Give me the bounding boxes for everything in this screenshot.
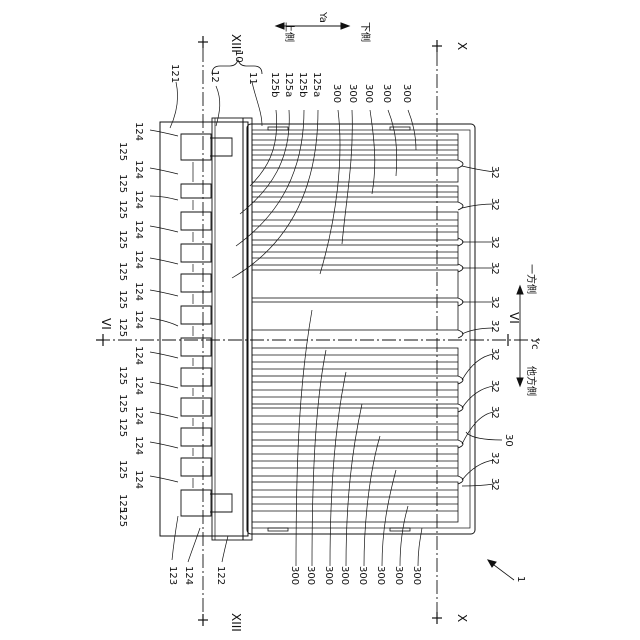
battery-module [247,124,475,534]
label-left-124-11: 124 [133,436,144,455]
label-bottom-124: 124 [183,566,194,585]
cell-rows [252,134,458,522]
label-left-125-4: 125 [117,230,128,249]
label-top-300-2: 300 [347,84,358,103]
cover-member [160,118,252,540]
label-left-124-4: 124 [133,220,144,239]
label-bottom-300-7: 300 [393,566,404,585]
section-label-xiii-bottom: XIII [229,613,243,632]
label-bottom-300-1: 300 [289,566,300,585]
section-label-vi-left: VI [99,318,113,330]
label-bottom-300-5: 300 [357,566,368,585]
label-left-124-3: 124 [133,190,144,209]
section-line-x [432,40,442,624]
section-label-x-bottom: X [455,614,469,622]
label-1: 1 [515,576,526,582]
label-right-32-1: 32 [489,166,500,179]
label-left-125-13: 125 [117,508,128,527]
label-right-32-4: 32 [489,262,500,275]
section-label-x-top: X [455,42,469,50]
label-121: 121 [169,64,180,83]
label-left-125-3: 125 [117,200,128,219]
label-left-125-2: 125 [117,174,128,193]
label-top-300-3: 300 [363,84,374,103]
label-122: 122 [215,566,226,585]
direction-yc-arrow [517,286,523,386]
label-30: 30 [503,434,514,447]
label-bottom-300-8: 300 [411,566,422,585]
label-left-125-10: 125 [117,418,128,437]
reference-1-arrow [488,560,514,580]
label-left-125-7: 125 [117,318,128,337]
label-123: 123 [167,566,178,585]
label-right-32-7: 32 [489,348,500,361]
label-left-124-9: 124 [133,376,144,395]
label-bottom-300-3: 300 [323,566,334,585]
label-lower-side: 下側 [359,22,372,42]
label-10: 10 [233,50,244,63]
label-left-125-9: 125 [117,394,128,413]
label-one-side: 一方側 [525,264,538,294]
label-top-125a-1: 125a [283,72,294,97]
label-left-125-6: 125 [117,290,128,309]
label-left-124-7: 124 [133,310,144,329]
label-right-32-10: 32 [489,452,500,465]
label-left-124-10: 124 [133,406,144,425]
cover-slots [181,134,232,516]
section-line-xiii [198,36,208,626]
section-line-vi [96,334,540,346]
label-left-124-6: 124 [133,282,144,301]
label-top-125b-1: 125b [269,72,280,97]
label-other-side: 他方側 [525,366,538,396]
label-left-125-1: 125 [117,142,128,161]
label-left-124-2: 124 [133,160,144,179]
axis-label-yc: Yc [529,337,540,350]
label-bottom-300-2: 300 [305,566,316,585]
axis-label-ya: Ya [317,11,328,23]
label-right-32-9: 32 [489,406,500,419]
label-left-124-5: 124 [133,250,144,269]
label-top-300-4: 300 [381,84,392,103]
label-top-125b-2: 125b [297,72,308,97]
label-right-32-6: 32 [489,320,500,333]
label-bottom-300-4: 300 [339,566,350,585]
label-top-300-5: 300 [401,84,412,103]
label-right-32-11: 32 [489,478,500,491]
label-left-125-11: 125 [117,460,128,479]
label-left-125-8: 125 [117,366,128,385]
label-left-124-12: 124 [133,470,144,489]
label-right-32-2: 32 [489,198,500,211]
label-left-124-1: 124 [133,122,144,141]
label-bottom-300-6: 300 [375,566,386,585]
label-right-32-8: 32 [489,380,500,393]
label-top-300-1: 300 [331,84,342,103]
label-left-125-5: 125 [117,262,128,281]
label-12: 12 [209,70,220,83]
label-top-125a-2: 125a [311,72,322,97]
label-left-124-8: 124 [133,346,144,365]
module-top-ticks [268,127,410,531]
spacer-bumps [458,160,463,484]
label-right-32-3: 32 [489,236,500,249]
label-11: 11 [247,72,258,85]
section-label-vi-right: VI [507,312,521,324]
label-upper-side: 上側 [283,22,296,42]
label-right-32-5: 32 [489,296,500,309]
